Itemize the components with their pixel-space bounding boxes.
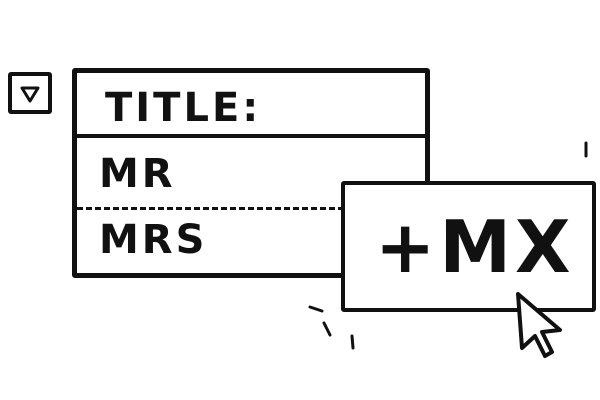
title-divider [77, 134, 425, 138]
dropdown-toggle-button[interactable] [8, 72, 52, 114]
add-option-label: +MX [375, 205, 575, 289]
title-dropdown: TITLE: MR MRS [72, 68, 430, 278]
mouse-pointer-icon [516, 292, 562, 358]
add-mx-option-button[interactable]: +MX [341, 181, 596, 312]
triangle-down-icon [20, 86, 40, 103]
option-separator [77, 207, 425, 210]
option-mr[interactable]: MR [99, 151, 176, 197]
dropdown-title: TITLE: [105, 85, 262, 131]
option-mrs[interactable]: MRS [99, 217, 208, 263]
